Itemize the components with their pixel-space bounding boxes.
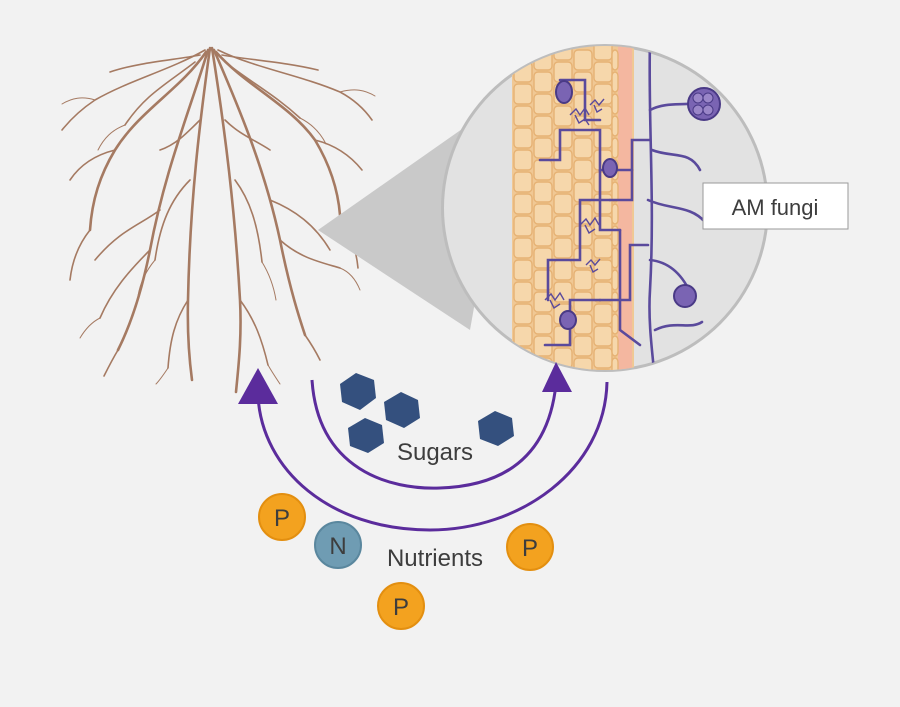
- root-cell: [611, 335, 619, 357]
- root-cell: [611, 49, 619, 71]
- root-cell: [513, 281, 533, 303]
- root-cell: [553, 127, 573, 149]
- root-cell: [533, 71, 553, 93]
- root-cell: [513, 83, 533, 105]
- root-cell: [553, 193, 573, 215]
- root-cell: [593, 281, 613, 303]
- nutrient-token-n: N: [314, 521, 362, 569]
- root-cell: [553, 259, 573, 281]
- root-cell: [593, 325, 613, 347]
- root-cell: [573, 247, 593, 269]
- root-cell: [593, 127, 613, 149]
- nutrient-token-p2: P: [506, 523, 554, 571]
- root-cell: [573, 313, 593, 335]
- root-cell: [513, 347, 533, 369]
- root-cell: [593, 237, 613, 259]
- root-cell: [573, 225, 593, 247]
- root-cell: [513, 259, 533, 281]
- spore-cluster: [692, 92, 714, 116]
- root-cell: [553, 215, 573, 237]
- root-cell: [611, 291, 619, 313]
- svg-text:P: P: [393, 594, 409, 621]
- sugar-hexagon-icon: [340, 373, 514, 453]
- root-cell: [513, 105, 533, 127]
- nutrient-token-p3: P: [377, 582, 425, 630]
- svg-text:P: P: [522, 535, 538, 562]
- root-cell: [513, 127, 533, 149]
- nutrient-flow-arrow: [256, 381, 609, 532]
- zoom-lens-icon: [441, 44, 769, 372]
- am-fungi-text: AM fungi: [732, 195, 819, 220]
- root-cell: [573, 71, 593, 93]
- root-cell: [533, 225, 553, 247]
- root-cell: [573, 203, 593, 225]
- root-cell: [593, 83, 613, 105]
- root-cell: [611, 181, 619, 203]
- arbuscules: [544, 98, 605, 310]
- root-cell: [593, 46, 613, 61]
- root-cell: [553, 237, 573, 259]
- sugar-arrow-head: [542, 362, 572, 392]
- root-cell: [611, 71, 619, 93]
- root-cell: [513, 215, 533, 237]
- root-cell: [513, 237, 533, 259]
- root-cell: [533, 313, 553, 335]
- am-fungi-label: AM fungi: [702, 182, 849, 230]
- root-cell: [513, 149, 533, 171]
- root-cell: [611, 247, 619, 269]
- root-cell: [513, 369, 533, 370]
- root-cell: [593, 105, 613, 127]
- root-cell: [593, 193, 613, 215]
- root-cell: [533, 159, 553, 181]
- root-cell: [553, 171, 573, 193]
- root-cell: [593, 369, 613, 370]
- root-cell: [593, 259, 613, 281]
- root-cell: [553, 281, 573, 303]
- root-cell: [593, 347, 613, 369]
- root-cell: [611, 357, 619, 370]
- root-cell: [553, 105, 573, 127]
- root-cell: [611, 203, 619, 225]
- root-cells: [512, 46, 634, 370]
- root-cell: [611, 313, 619, 335]
- root-cell: [533, 115, 553, 137]
- root-cell: [573, 137, 593, 159]
- root-cell: [533, 181, 553, 203]
- root-cell: [611, 269, 619, 291]
- root-cell: [513, 46, 533, 61]
- root-cell: [513, 171, 533, 193]
- sugar-flow-arrow: [310, 379, 558, 490]
- root-cell: [611, 93, 619, 115]
- svg-text:P: P: [274, 505, 290, 532]
- root-cell: [533, 93, 553, 115]
- svg-text:N: N: [329, 533, 346, 560]
- nutrient-token-p1: P: [258, 493, 306, 541]
- nutrients-label: Nutrients: [387, 545, 483, 572]
- root-cell: [593, 215, 613, 237]
- root-cell: [513, 303, 533, 325]
- root-cell: [573, 49, 593, 71]
- root-cell: [533, 203, 553, 225]
- root-system-icon: [61, 46, 376, 394]
- root-cell: [513, 325, 533, 347]
- sugars-label: Sugars: [397, 439, 473, 466]
- root-cell: [593, 61, 613, 83]
- root-cell: [593, 303, 613, 325]
- root-cell: [573, 269, 593, 291]
- root-cell: [573, 159, 593, 181]
- root-cell: [513, 193, 533, 215]
- root-cell: [573, 291, 593, 313]
- nutrient-arrow-head: [238, 368, 278, 404]
- root-cell: [573, 181, 593, 203]
- root-cell: [533, 137, 553, 159]
- fungal-hyphae-icon: [538, 46, 707, 370]
- root-cell: [573, 93, 593, 115]
- root-cell: [573, 335, 593, 357]
- root-cell: [611, 115, 619, 137]
- root-cell: [611, 137, 619, 159]
